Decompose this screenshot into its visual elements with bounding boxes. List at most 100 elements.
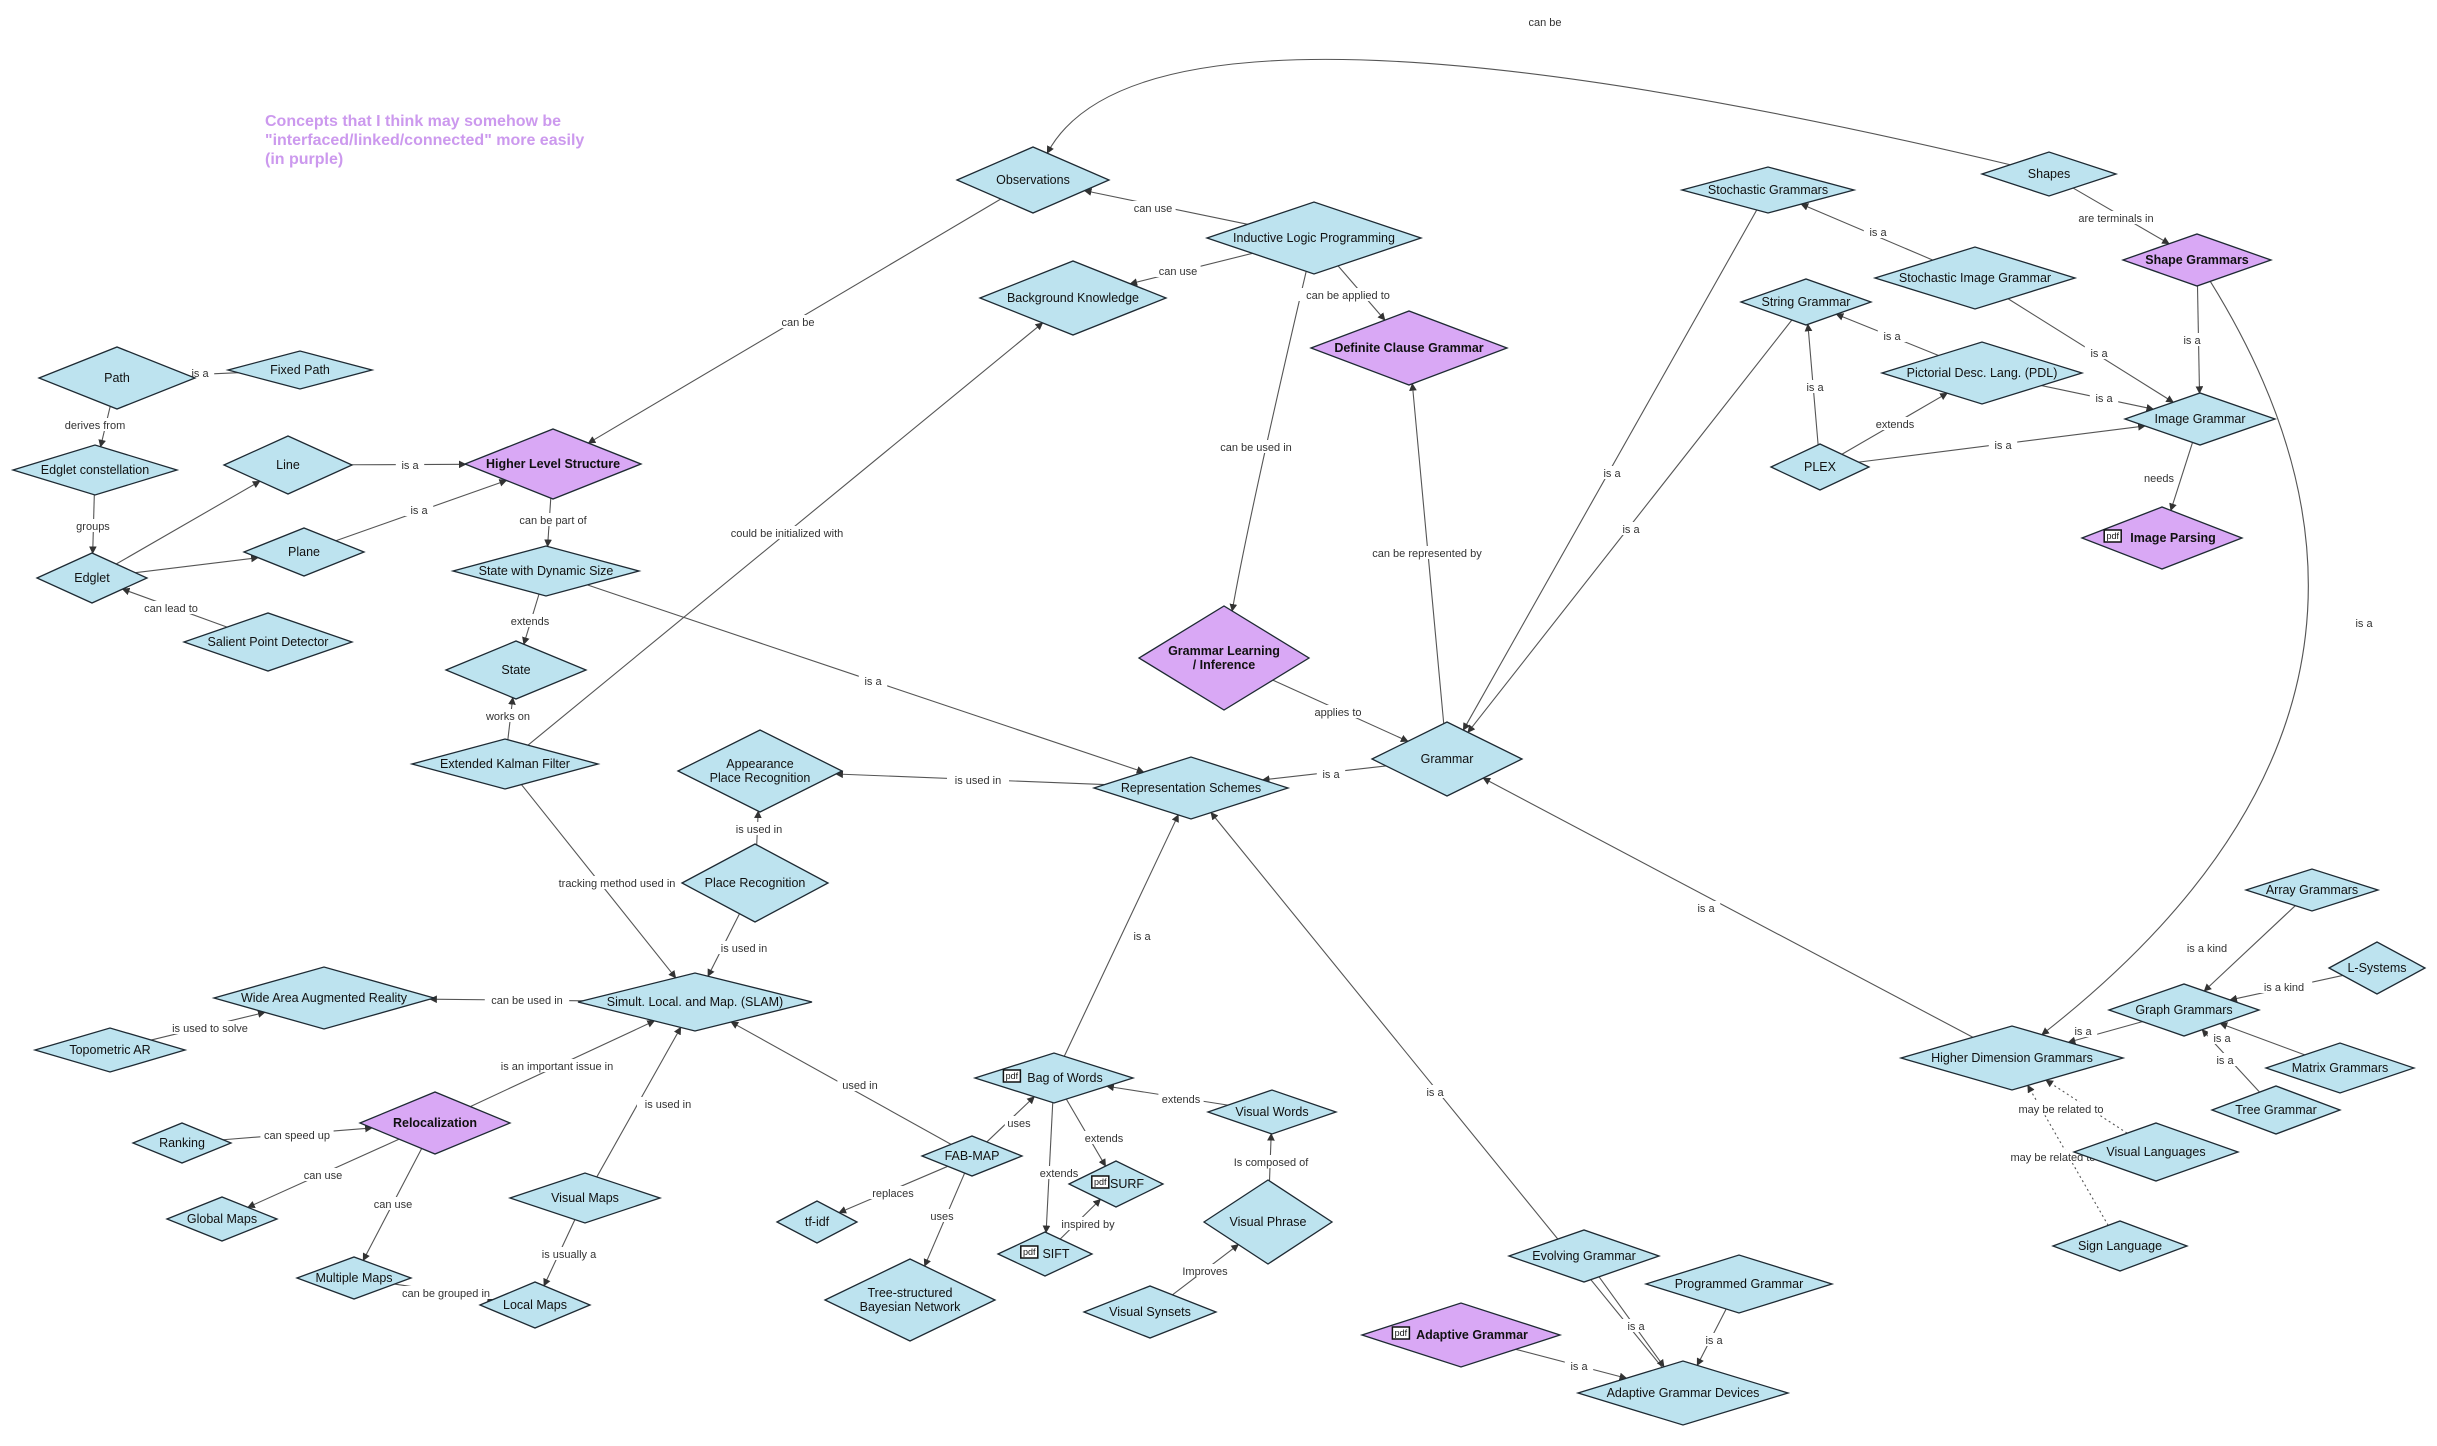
node-diamond[interactable] bbox=[165, 1196, 279, 1242]
node-path[interactable]: Path bbox=[37, 346, 197, 410]
node-adaptive-grammar-devices[interactable]: Adaptive Grammar Devices bbox=[1575, 1360, 1791, 1426]
node-image-grammar[interactable]: Image Grammar bbox=[2123, 392, 2277, 446]
node-stochastic-image-grammar[interactable]: Stochastic Image Grammar bbox=[1872, 246, 2078, 310]
node-diamond[interactable] bbox=[1202, 1179, 1334, 1265]
node-diamond[interactable] bbox=[978, 260, 1168, 336]
node-diamond[interactable] bbox=[920, 1135, 1024, 1177]
node-diamond[interactable] bbox=[2243, 868, 2381, 912]
node-programmed-grammar[interactable]: Programmed Grammar bbox=[1643, 1254, 1835, 1314]
node-grammar[interactable]: Grammar bbox=[1370, 721, 1524, 797]
node-string-grammar[interactable]: String Grammar bbox=[1739, 278, 1873, 326]
node-l-systems[interactable]: L-Systems bbox=[2327, 941, 2427, 995]
node-sign-language[interactable]: Sign Language bbox=[2051, 1220, 2189, 1272]
node-diamond[interactable] bbox=[1082, 1285, 1218, 1339]
node-diamond[interactable] bbox=[295, 1256, 413, 1300]
pdf-icon[interactable] bbox=[1002, 1069, 1022, 1083]
node-diamond[interactable] bbox=[1979, 151, 2119, 197]
node-evolving-grammar[interactable]: Evolving Grammar bbox=[1507, 1229, 1661, 1283]
node-matrix-grammars[interactable]: Matrix Grammars bbox=[2263, 1042, 2417, 1094]
node-salient-point-detector[interactable]: Salient Point Detector bbox=[182, 612, 354, 672]
node-edglet[interactable]: Edglet bbox=[35, 552, 149, 604]
node-diamond[interactable] bbox=[1739, 278, 1873, 326]
node-representation-schemes[interactable]: Representation Schemes bbox=[1091, 756, 1291, 820]
node-diamond[interactable] bbox=[444, 640, 588, 700]
node-wide-area-ar[interactable]: Wide Area Augmented Reality bbox=[211, 966, 437, 1030]
node-diamond[interactable] bbox=[32, 1027, 188, 1073]
node-shapes[interactable]: Shapes bbox=[1979, 151, 2119, 197]
node-diamond[interactable] bbox=[823, 1258, 997, 1342]
node-diamond[interactable] bbox=[10, 444, 180, 496]
node-diamond[interactable] bbox=[1575, 1360, 1791, 1426]
node-diamond[interactable] bbox=[2121, 233, 2273, 287]
node-diamond[interactable] bbox=[1359, 1302, 1563, 1368]
node-state-dynamic[interactable]: State with Dynamic Size bbox=[450, 545, 642, 597]
node-relocalization[interactable]: Relocalization bbox=[358, 1091, 512, 1155]
node-visual-phrase[interactable]: Visual Phrase bbox=[1202, 1179, 1334, 1265]
node-stochastic-grammars[interactable]: Stochastic Grammars bbox=[1679, 166, 1857, 214]
node-state[interactable]: State bbox=[444, 640, 588, 700]
node-diamond[interactable] bbox=[37, 346, 197, 410]
node-diamond[interactable] bbox=[1091, 756, 1291, 820]
node-observations[interactable]: Observations bbox=[955, 146, 1111, 214]
node-diamond[interactable] bbox=[507, 1172, 663, 1224]
node-diamond[interactable] bbox=[1679, 166, 1857, 214]
node-edglet-constellation[interactable]: Edglet constellation bbox=[10, 444, 180, 496]
pdf-icon[interactable] bbox=[1091, 1175, 1110, 1189]
node-diamond[interactable] bbox=[1643, 1254, 1835, 1314]
node-diamond[interactable] bbox=[2072, 1122, 2240, 1182]
node-ranking[interactable]: Ranking bbox=[131, 1122, 233, 1164]
node-grammar-learning[interactable]: Grammar Learning/ Inference bbox=[1137, 605, 1311, 711]
node-diamond[interactable] bbox=[242, 527, 366, 577]
node-shape-grammars[interactable]: Shape Grammars bbox=[2121, 233, 2273, 287]
node-ilp[interactable]: Inductive Logic Programming bbox=[1204, 201, 1424, 275]
node-graph-grammars[interactable]: Graph Grammars bbox=[2107, 983, 2261, 1037]
node-diamond[interactable] bbox=[450, 545, 642, 597]
node-diamond[interactable] bbox=[972, 1052, 1136, 1104]
node-diamond[interactable] bbox=[463, 428, 643, 500]
node-diamond[interactable] bbox=[225, 350, 375, 390]
node-global-maps[interactable]: Global Maps bbox=[165, 1196, 279, 1242]
node-diamond[interactable] bbox=[1206, 1089, 1338, 1135]
node-visual-synsets[interactable]: Visual Synsets bbox=[1082, 1285, 1218, 1339]
node-diamond[interactable] bbox=[478, 1281, 592, 1329]
node-diamond[interactable] bbox=[1769, 443, 1871, 491]
node-diamond[interactable] bbox=[1309, 310, 1509, 386]
pdf-icon[interactable] bbox=[1391, 1326, 1411, 1340]
node-fab-map[interactable]: FAB-MAP bbox=[920, 1135, 1024, 1177]
node-local-maps[interactable]: Local Maps bbox=[478, 1281, 592, 1329]
node-diamond[interactable] bbox=[131, 1122, 233, 1164]
node-visual-maps[interactable]: Visual Maps bbox=[507, 1172, 663, 1224]
node-diamond[interactable] bbox=[1872, 246, 2078, 310]
node-diamond[interactable] bbox=[358, 1091, 512, 1155]
node-diamond[interactable] bbox=[2051, 1220, 2189, 1272]
node-array-grammars[interactable]: Array Grammars bbox=[2243, 868, 2381, 912]
node-diamond[interactable] bbox=[955, 146, 1111, 214]
node-multiple-maps[interactable]: Multiple Maps bbox=[295, 1256, 413, 1300]
node-diamond[interactable] bbox=[409, 738, 601, 790]
node-dcg[interactable]: Definite Clause Grammar bbox=[1309, 310, 1509, 386]
node-diamond[interactable] bbox=[2080, 506, 2244, 570]
node-diamond[interactable] bbox=[2123, 392, 2277, 446]
node-diamond[interactable] bbox=[996, 1231, 1094, 1277]
node-diamond[interactable] bbox=[2210, 1085, 2342, 1135]
node-visual-words[interactable]: Visual Words bbox=[1206, 1089, 1338, 1135]
node-visual-languages[interactable]: Visual Languages bbox=[2072, 1122, 2240, 1182]
node-diamond[interactable] bbox=[1507, 1229, 1661, 1283]
node-pdl[interactable]: Pictorial Desc. Lang. (PDL) bbox=[1879, 341, 2085, 405]
node-higher-dimension-grammars[interactable]: Higher Dimension Grammars bbox=[1898, 1025, 2126, 1091]
node-diamond[interactable] bbox=[2263, 1042, 2417, 1094]
node-plane[interactable]: Plane bbox=[242, 527, 366, 577]
node-diamond[interactable] bbox=[182, 612, 354, 672]
node-diamond[interactable] bbox=[1137, 605, 1311, 711]
node-diamond[interactable] bbox=[775, 1200, 859, 1244]
pdf-icon[interactable] bbox=[2103, 529, 2122, 543]
node-diamond[interactable] bbox=[1898, 1025, 2126, 1091]
node-diamond[interactable] bbox=[211, 966, 437, 1030]
node-tf-idf[interactable]: tf-idf bbox=[775, 1200, 859, 1244]
node-background-knowledge[interactable]: Background Knowledge bbox=[978, 260, 1168, 336]
